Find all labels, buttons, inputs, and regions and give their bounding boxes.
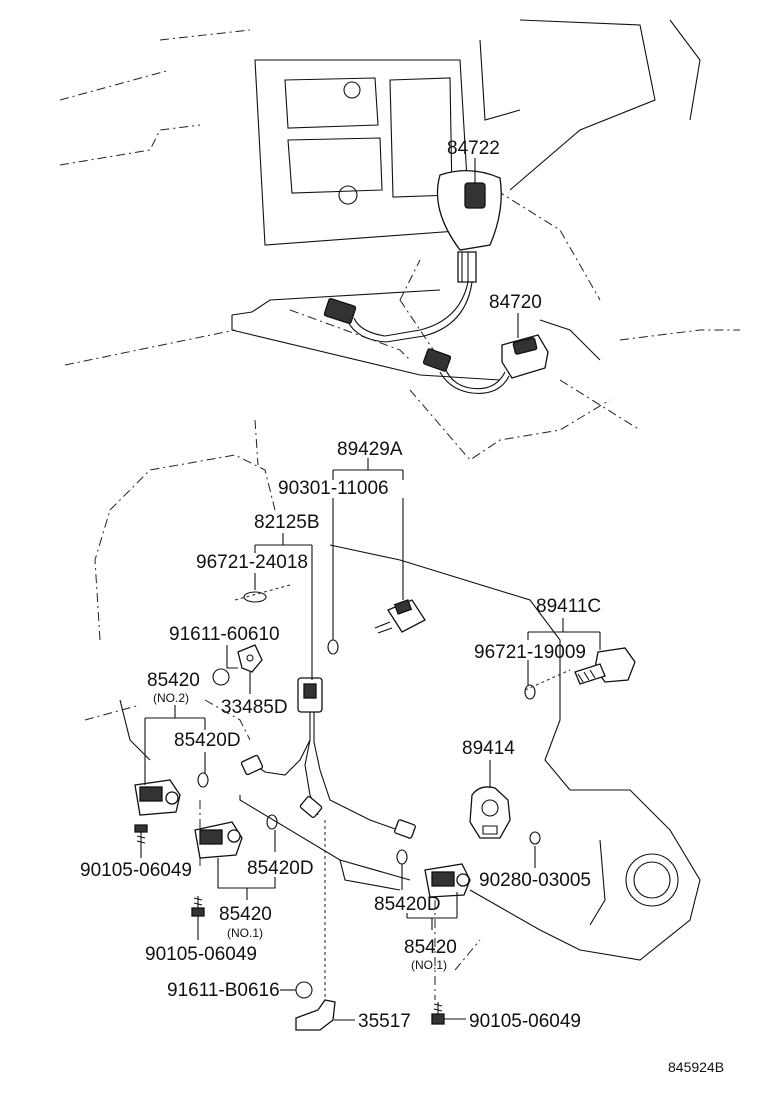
transmission-outline	[84, 419, 701, 1000]
label-90105-06049-b: 90105-06049	[145, 944, 257, 965]
label-85420-no1-b-sub: (NO.1)	[411, 958, 447, 972]
label-85420-no1-b: 85420	[404, 937, 457, 958]
pulse-generator-part[interactable]	[469, 786, 511, 839]
solenoid-valve-no2[interactable]	[134, 779, 181, 816]
switch-part[interactable]	[422, 334, 549, 394]
console-outline	[59, 19, 740, 461]
label-85420d-b: 85420D	[247, 858, 314, 879]
pressure-sensor-part[interactable]	[374, 599, 426, 634]
label-91611-60610: 91611-60610	[169, 624, 280, 645]
label-96721-19009: 96721-19009	[474, 642, 586, 663]
label-82125b: 82125B	[254, 512, 320, 533]
label-85420-no1-a: 85420	[219, 904, 272, 925]
wire-harness-part[interactable]	[240, 677, 416, 839]
label-33485d: 33485D	[221, 697, 288, 718]
label-35517: 35517	[358, 1011, 411, 1032]
label-90105-06049-c: 90105-06049	[469, 1011, 581, 1032]
label-85420-no1-a-sub: (NO.1)	[227, 926, 263, 940]
diagram-reference: 845924B	[668, 1059, 724, 1075]
solenoid-valve-no1-right[interactable]	[424, 863, 471, 898]
label-84720: 84720	[489, 292, 542, 313]
temp-sensor-part[interactable]	[574, 647, 636, 685]
shift-knob-part[interactable]	[436, 170, 502, 283]
label-89429a: 89429A	[337, 439, 403, 460]
bolt-symbol-a	[212, 668, 230, 686]
label-85420d-c: 85420D	[374, 894, 441, 915]
shifter-harness	[323, 259, 473, 343]
leader-lines	[140, 158, 601, 1021]
bolts	[134, 824, 445, 1025]
label-85420-no2: 85420	[147, 670, 200, 691]
bracket-35517[interactable]	[295, 999, 336, 1031]
solenoid-valve-no1-left[interactable]	[194, 821, 243, 859]
label-84722: 84722	[447, 138, 500, 159]
label-85420-no2-sub: (NO.2)	[153, 691, 189, 705]
label-96721-24018: 96721-24018	[196, 552, 308, 573]
bracket-33485d[interactable]	[237, 644, 263, 673]
label-90280-03005: 90280-03005	[479, 870, 591, 891]
label-89411c: 89411C	[536, 596, 601, 617]
label-90105-06049-a: 90105-06049	[80, 860, 192, 881]
label-89414: 89414	[462, 738, 515, 759]
label-85420d-a: 85420D	[174, 730, 241, 751]
label-91611-b0616: 91611-B0616	[167, 980, 280, 1001]
bolt-symbol-b	[295, 981, 313, 999]
label-90301-11006: 90301-11006	[278, 478, 389, 499]
